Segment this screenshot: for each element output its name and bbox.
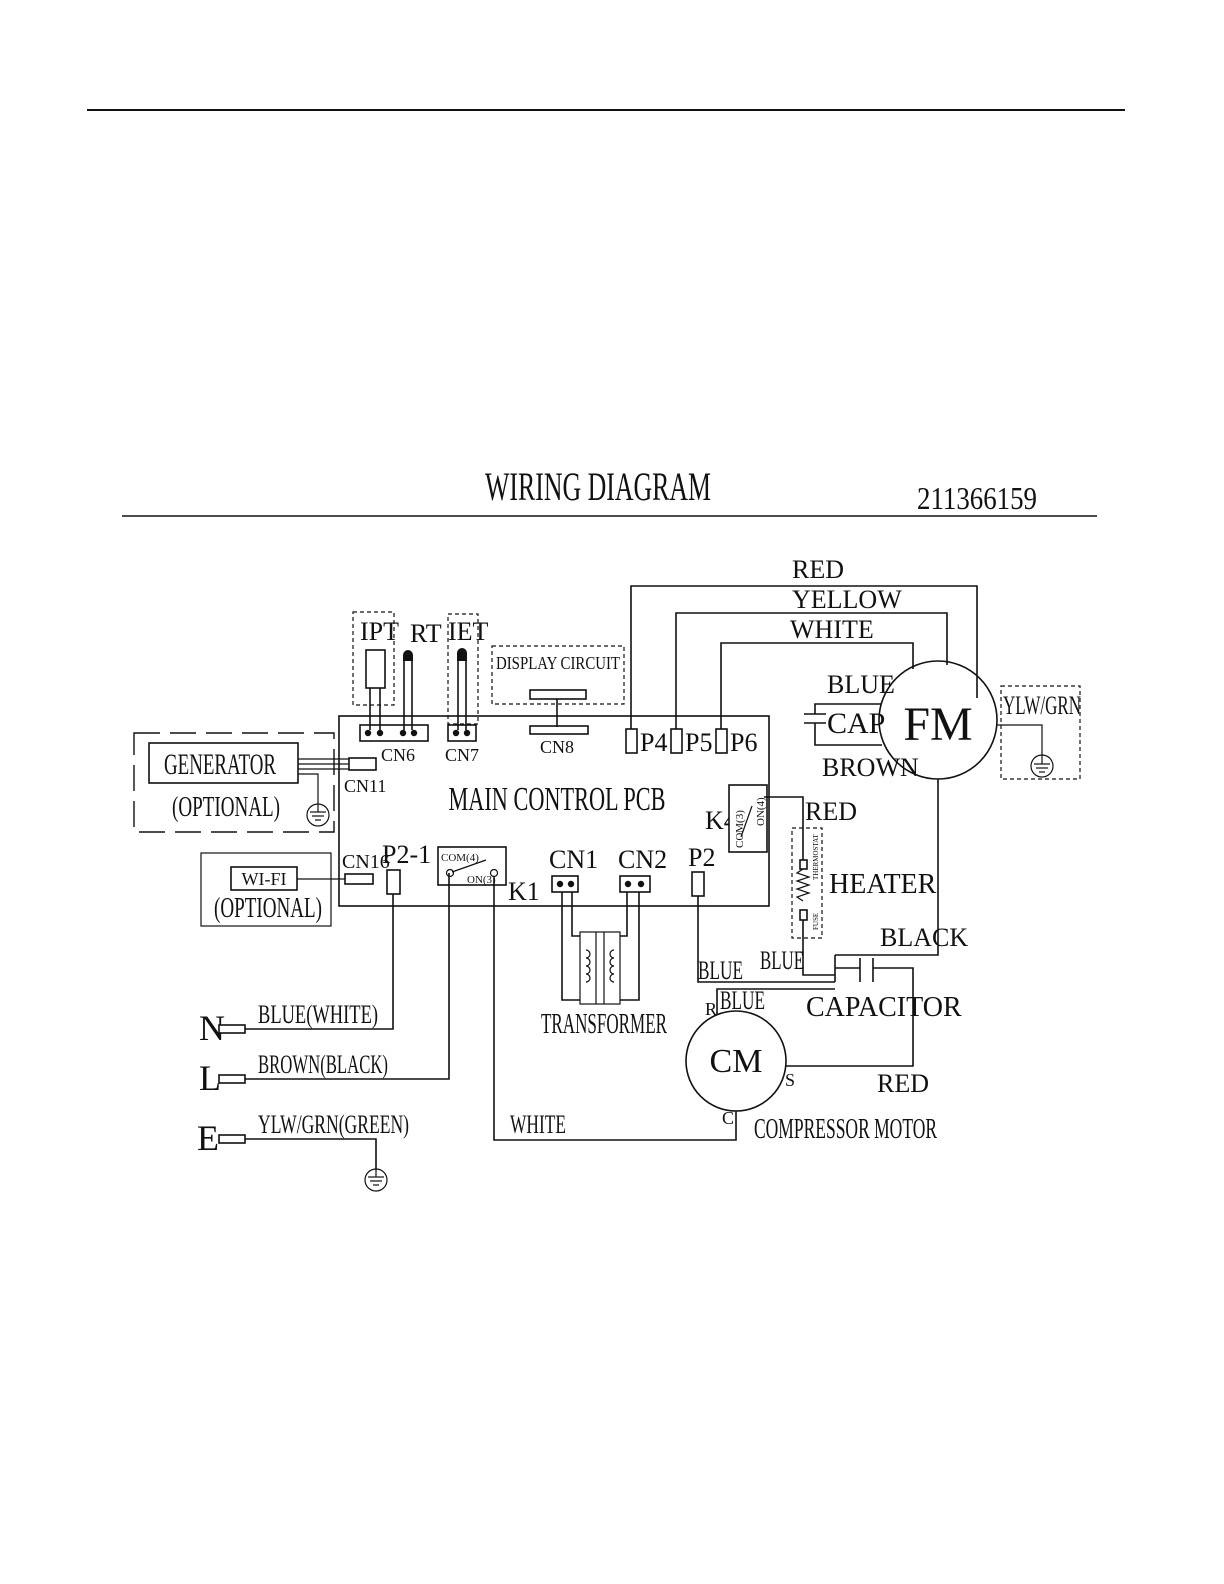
iet-label: IET [448, 617, 489, 646]
iet-sensor-dashed-box [447, 613, 479, 725]
cn1-label: CN1 [549, 845, 598, 874]
p5-label: P5 [685, 728, 712, 757]
p5-terminal [670, 728, 683, 754]
wire-red-top-label: RED [792, 555, 844, 584]
ipt-label: IPT [360, 617, 399, 646]
cn8-label: CN8 [540, 737, 574, 757]
heater-element [795, 868, 811, 902]
wire-blue-cm-label: BLUE [720, 986, 765, 1015]
part-number: 211366159 [917, 480, 1037, 516]
k4-com-label: COM(3) [734, 810, 746, 848]
p2-1-label: P2-1 [382, 840, 431, 869]
terminal-e-label: E [197, 1118, 219, 1158]
wire-blue-white-label: BLUE(WHITE) [258, 1000, 378, 1029]
display-circuit-label: DISPLAY CIRCUIT [496, 653, 620, 673]
p2-terminal [691, 871, 705, 897]
earth-ground-icon [364, 1168, 388, 1192]
cn2-label: CN2 [618, 845, 667, 874]
heater-label: HEATER [829, 869, 937, 900]
cn7-label: CN7 [445, 745, 479, 765]
cm-s-label: S [785, 1070, 795, 1090]
ipt-sensor [365, 649, 386, 689]
k1-label: K1 [508, 877, 540, 906]
k1-on-label: ON(3) [467, 874, 496, 886]
pcb-label: MAIN CONTROL PCB [449, 781, 666, 818]
cm-r-label: R [705, 999, 717, 1019]
cn16-connector [344, 873, 374, 885]
wifi-optional-label: (OPTIONAL) [214, 893, 322, 924]
wifi-label: WI-FI [242, 869, 287, 889]
generator-box [148, 742, 299, 784]
wire-blue-heater-label: BLUE [760, 946, 804, 975]
wire-red-k4-label: RED [805, 797, 857, 826]
wire-blue-cap-label: BLUE [827, 670, 895, 699]
ipt-sensor-dashed-box [352, 611, 395, 706]
cn1-connector [551, 875, 579, 893]
wire-black-label: BLACK [880, 923, 968, 952]
fuse [799, 909, 808, 921]
rt-sensor [403, 650, 413, 661]
wire-red-cm-label: RED [877, 1069, 929, 1098]
wire-brown-label: BROWN [822, 753, 919, 782]
compressor-motor-label: CM [710, 1043, 763, 1080]
p4-terminal [625, 728, 638, 754]
wire-blue-p2-label: BLUE [698, 956, 743, 985]
compressor-label: COMPRESSOR MOTOR [754, 1114, 937, 1145]
rt-label: RT [410, 619, 442, 648]
wire-brown-black-label: BROWN(BLACK) [258, 1050, 388, 1079]
cn8-connector [529, 725, 589, 735]
fan-motor-label: FM [903, 698, 972, 751]
k1-com-label: COM(4) [441, 852, 479, 864]
terminal-l-label: L [199, 1058, 221, 1098]
transformer [579, 931, 621, 1005]
diagram-title: WIRING DIAGRAM [485, 464, 711, 509]
p4-label: P4 [640, 728, 667, 757]
cm-c-label: C [722, 1108, 734, 1128]
cn6-connector [359, 724, 429, 742]
cn16-label: CN16 [342, 851, 390, 873]
cn11-label: CN11 [344, 776, 386, 796]
thermostat-label: THERMOSTAT [812, 834, 820, 880]
fuse-label: FUSE [812, 913, 820, 930]
terminal-n [218, 1024, 246, 1034]
generator-optional-frame [133, 732, 335, 833]
display-circuit-box [491, 645, 625, 705]
wire-ylw-grn-green-label: YLW/GRN(GREEN) [258, 1110, 409, 1139]
transformer-label: TRANSFORMER [541, 1009, 667, 1040]
wire-yellow-label: YELLOW [792, 585, 902, 614]
iet-sensor [457, 648, 467, 661]
thermostat [799, 859, 808, 870]
generator-label: GENERATOR [164, 748, 276, 781]
p2-label: P2 [688, 843, 715, 872]
fan-cap-label: CAP [827, 707, 885, 740]
generator-ground-icon [306, 803, 330, 827]
display-connector [529, 689, 587, 700]
p2-1-terminal [386, 869, 401, 895]
wifi-optional-frame [200, 852, 332, 927]
cn7-connector [447, 724, 477, 742]
cn2-connector [619, 875, 651, 893]
p6-label: P6 [730, 728, 757, 757]
terminal-e [218, 1134, 246, 1144]
capacitor-label: CAPACITOR [806, 992, 962, 1023]
heater-dashed-box [791, 827, 823, 939]
k4-on-label: ON(4) [755, 797, 767, 826]
wire-white-cm-label: WHITE [510, 1110, 566, 1139]
fm-ground-icon [1030, 754, 1054, 778]
cn6-label: CN6 [381, 745, 415, 765]
wire-ylw-grn-fm-label: YLW/GRN [1003, 691, 1081, 720]
cn11-connector [348, 757, 377, 771]
terminal-l [218, 1074, 246, 1084]
fm-ground-frame [1000, 685, 1081, 780]
wire-white-top-label: WHITE [790, 615, 874, 644]
p6-terminal [715, 728, 728, 754]
generator-optional-label: (OPTIONAL) [172, 792, 280, 823]
